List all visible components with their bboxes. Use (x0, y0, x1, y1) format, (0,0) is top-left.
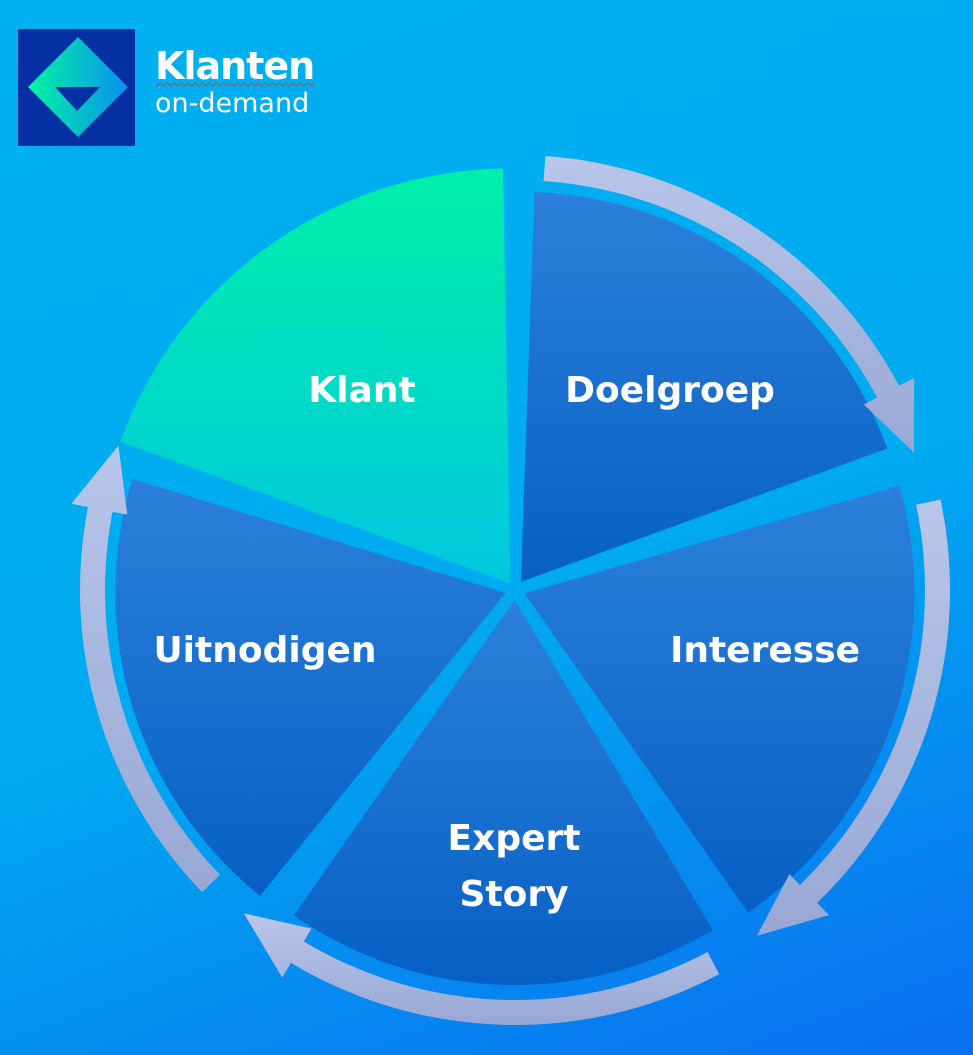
diamond-logo-icon (28, 37, 128, 137)
label-expert: Expert (448, 818, 581, 859)
segment-klant (120, 168, 511, 584)
arrow-interesse-to-expert (757, 499, 951, 936)
label-klant: Klant (308, 370, 415, 411)
brand-subtitle: on-demand (155, 88, 310, 119)
logo (18, 29, 135, 146)
segment-expert-story (293, 599, 713, 985)
arrow-expert-to-uitnodigen (243, 913, 720, 1025)
segment-uitnodigen (115, 478, 506, 897)
arrow-uitnodigen-to-klant (71, 445, 221, 893)
brand-title: Klanten (155, 44, 315, 88)
brand: Klanten on-demand (155, 44, 315, 120)
segment-doelgroep (520, 192, 888, 582)
label-doelgroep: Doelgroep (565, 370, 775, 411)
label-uitnodigen: Uitnodigen (153, 630, 376, 671)
label-interesse: Interesse (670, 630, 860, 671)
arrow-doelgroep-to-interesse (543, 156, 915, 453)
segment-interesse (524, 485, 915, 913)
label-story: Story (459, 874, 568, 915)
